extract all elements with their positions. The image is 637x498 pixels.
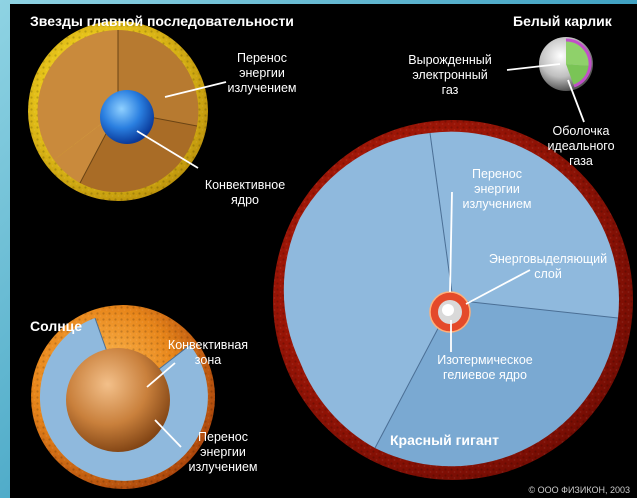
label-line: слой [534, 267, 562, 281]
title-main-sequence: Звезды главной последовательности [30, 13, 294, 29]
label-line: Вырожденный [408, 53, 491, 67]
label-line: идеального [547, 139, 614, 153]
label-line: Конвективное [205, 178, 285, 192]
label-line: Перенос [237, 51, 287, 65]
main-sequence-star [28, 21, 208, 201]
sun-radiative-core [66, 348, 170, 452]
label-line: Конвективная [168, 338, 248, 352]
white-dwarf [539, 37, 593, 91]
label-line: энергии [474, 182, 520, 196]
title-sun: Солнце [30, 318, 82, 334]
label-line: излучением [462, 197, 531, 211]
label-line: газа [569, 154, 593, 168]
label-line: излучением [188, 460, 257, 474]
label-line: энергии [239, 66, 285, 80]
label-line: излучением [227, 81, 296, 95]
label-line: газ [442, 83, 459, 97]
label-line: Перенос [198, 430, 248, 444]
label-line: гелиевое ядро [443, 368, 527, 382]
label-line: Энерговыделяющий [489, 252, 607, 266]
label-line: электронный [412, 68, 487, 82]
label-line: Оболочка [553, 124, 610, 138]
label-line: ядро [231, 193, 259, 207]
label-line: энергии [200, 445, 246, 459]
label-line: зона [195, 353, 221, 367]
title-red-giant: Красный гигант [390, 432, 499, 448]
label-line: Изотермическое [437, 353, 533, 367]
label-line: Перенос [472, 167, 522, 181]
title-white-dwarf: Белый карлик [513, 13, 613, 29]
copyright: © ООО ФИЗИКОН, 2003 [528, 485, 630, 495]
red-giant [273, 120, 633, 480]
